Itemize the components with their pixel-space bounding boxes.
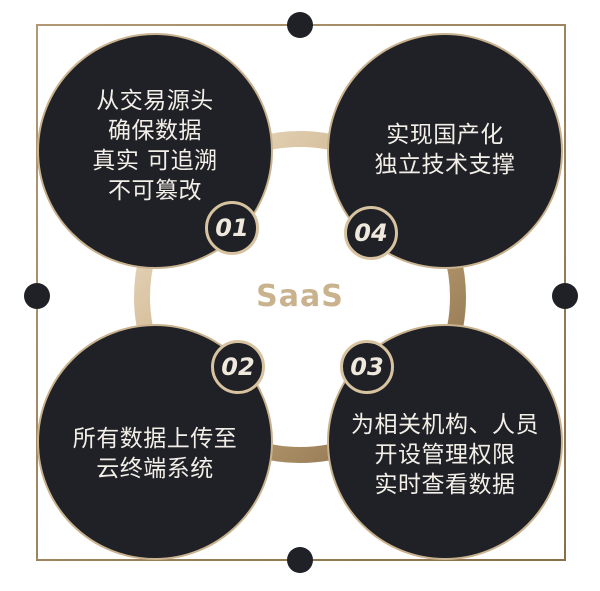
item-03-number: 03: [340, 340, 394, 394]
dot-bottom: [287, 547, 313, 573]
item-04-number: 04: [344, 206, 398, 260]
center-label: SaaS: [256, 279, 344, 314]
dot-top: [287, 12, 313, 38]
item-02-text: 所有数据上传至 云终端系统: [72, 426, 238, 482]
item-03-text: 为相关机构、人员 开设管理权限 实时查看数据: [351, 412, 539, 498]
circle-02: [37, 324, 273, 560]
item-04-text: 实现国产化 独立技术支撑: [374, 122, 516, 178]
circle-04: [327, 33, 563, 269]
item-01-number: 01: [205, 201, 259, 255]
item-02-number: 02: [211, 340, 265, 394]
dot-left: [24, 283, 50, 309]
dot-right: [552, 283, 578, 309]
item-01-text: 从交易源头 确保数据 真实 可追溯 不可篡改: [92, 88, 218, 204]
center-ring: [134, 131, 466, 463]
